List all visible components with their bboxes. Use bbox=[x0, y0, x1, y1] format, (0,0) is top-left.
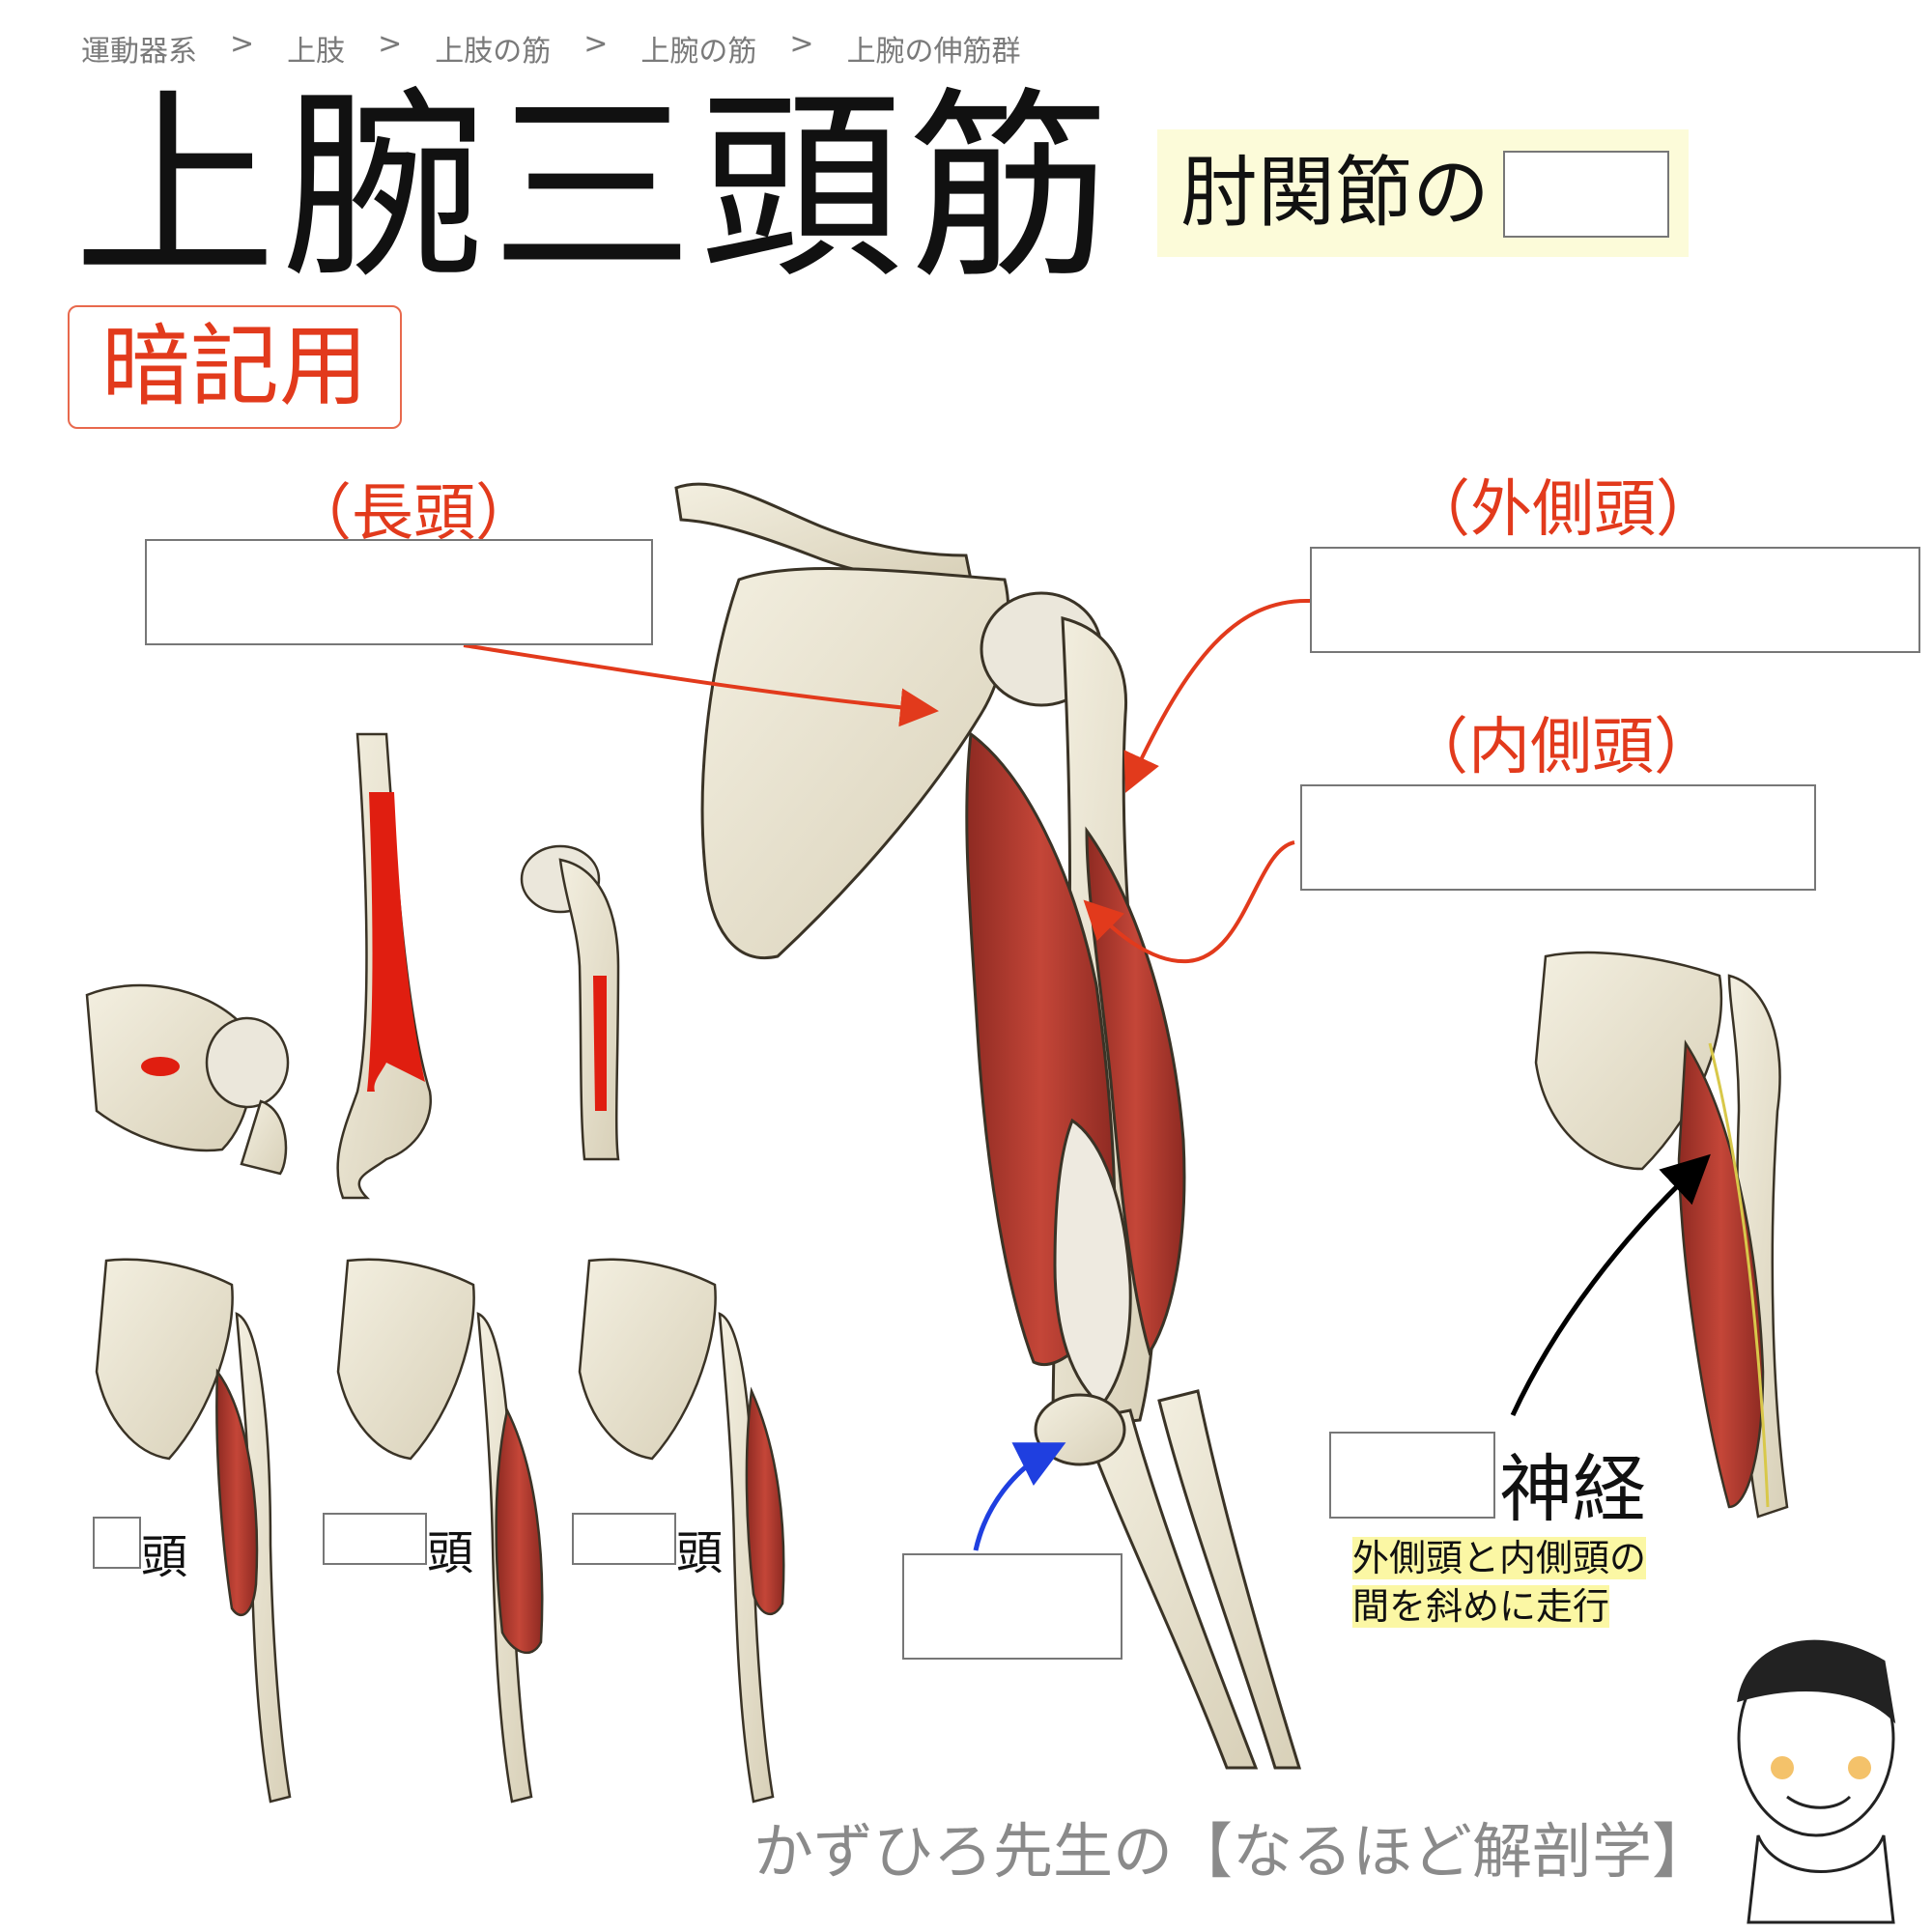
site-credit: かずひろ先生の【なるほど解剖学】 bbox=[753, 1816, 1713, 1887]
medial-head-answer-blank[interactable] bbox=[1300, 784, 1816, 891]
nerve-note-line-1: 外側頭と内側頭の bbox=[1352, 1537, 1647, 1579]
small-head-blank-3[interactable] bbox=[572, 1513, 676, 1565]
small-head-suffix: 頭 bbox=[676, 1526, 724, 1580]
small-figure-humerus-lateral bbox=[520, 844, 620, 1161]
breadcrumb-item[interactable]: 運動器系 bbox=[81, 35, 197, 69]
nerve-arm-figure bbox=[1534, 951, 1789, 1519]
nerve-arrow bbox=[1510, 1153, 1711, 1417]
lateral-head-arrow bbox=[1123, 598, 1311, 793]
breadcrumb-separator: > bbox=[378, 27, 403, 61]
lateral-head-label: （外側頭） bbox=[1408, 474, 1718, 546]
long-head-answer-blank[interactable] bbox=[145, 539, 653, 645]
nerve-answer-blank[interactable] bbox=[1329, 1432, 1495, 1519]
small-arm-figure-long-head bbox=[95, 1258, 292, 1804]
insertion-arrow bbox=[973, 1442, 1066, 1551]
small-head-suffix: 頭 bbox=[427, 1526, 474, 1580]
long-head-arrow bbox=[463, 643, 939, 727]
breadcrumb: 運動器系 > 上肢 > 上肢の筋 > 上腕の筋 > 上腕の伸筋群 bbox=[81, 27, 1021, 70]
main-arm-figure bbox=[674, 482, 1302, 1770]
long-head-label: （長頭） bbox=[290, 478, 537, 550]
memo-badge: 暗記用 bbox=[68, 305, 402, 429]
insertion-answer-blank[interactable] bbox=[902, 1553, 1122, 1660]
small-head-suffix: 頭 bbox=[141, 1530, 188, 1584]
small-arm-figure-medial-head bbox=[578, 1258, 785, 1804]
page-title: 上腕三頭筋 bbox=[73, 70, 1118, 306]
nerve-label: 神経 bbox=[1499, 1446, 1646, 1532]
small-arm-figure-lateral-head bbox=[336, 1258, 544, 1804]
breadcrumb-separator: > bbox=[230, 27, 255, 61]
medial-head-arrow bbox=[1083, 840, 1295, 964]
breadcrumb-item[interactable]: 上腕の伸筋群 bbox=[846, 35, 1021, 69]
medial-head-label: （内側頭） bbox=[1406, 712, 1716, 783]
nerve-note: 外側頭と内側頭の 間を斜めに走行 bbox=[1352, 1534, 1647, 1631]
small-figure-scapula bbox=[85, 983, 290, 1176]
nerve-note-line-2: 間を斜めに走行 bbox=[1352, 1585, 1610, 1628]
function-answer-blank[interactable] bbox=[1503, 151, 1669, 238]
breadcrumb-separator: > bbox=[583, 27, 609, 61]
teacher-caricature bbox=[1737, 1639, 1896, 1924]
breadcrumb-item[interactable]: 上肢 bbox=[287, 35, 346, 69]
small-figure-humerus-posterior bbox=[336, 732, 433, 1200]
breadcrumb-separator: > bbox=[789, 27, 814, 61]
breadcrumb-item[interactable]: 上肢の筋 bbox=[435, 35, 552, 69]
function-prompt-text: 肘関節の bbox=[1180, 148, 1490, 238]
breadcrumb-item[interactable]: 上腕の筋 bbox=[640, 35, 757, 69]
small-head-blank-2[interactable] bbox=[323, 1513, 427, 1565]
small-head-blank-1[interactable] bbox=[93, 1517, 141, 1569]
lateral-head-answer-blank[interactable] bbox=[1310, 547, 1920, 653]
